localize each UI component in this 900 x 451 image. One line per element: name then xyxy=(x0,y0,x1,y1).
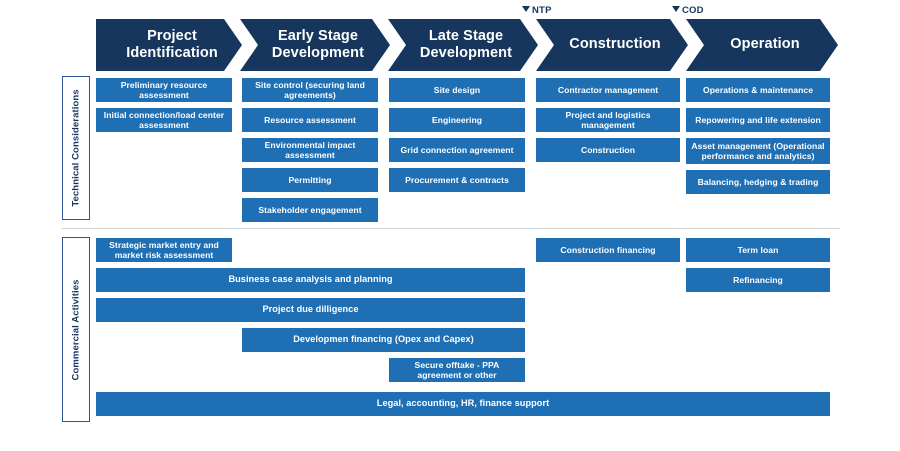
phase-label: Late Stage Development xyxy=(419,27,513,61)
down-triangle-icon xyxy=(522,6,530,13)
phase-chevron-late-stage-development[interactable]: Late Stage Development xyxy=(388,19,538,71)
technical-item[interactable]: Project and logistics management xyxy=(536,108,680,132)
commercial-bar[interactable]: Project due dilligence xyxy=(96,298,525,322)
milestone-cod: COD xyxy=(672,5,704,16)
phase-chevron-project-identification[interactable]: Project Identification xyxy=(96,19,242,71)
section-label-technical-considerations: Technical Considerations xyxy=(62,76,90,220)
commercial-bar[interactable]: Legal, accounting, HR, finance support xyxy=(96,392,830,416)
technical-item[interactable]: Initial connection/load center assessmen… xyxy=(96,108,232,132)
phase-label: Construction xyxy=(569,36,661,53)
technical-item[interactable]: Preliminary resource assessment xyxy=(96,78,232,102)
technical-item[interactable]: Construction xyxy=(536,138,680,162)
milestone-cod-label: COD xyxy=(682,5,704,16)
commercial-bar[interactable]: Developmen financing (Opex and Capex) xyxy=(242,328,525,352)
technical-item[interactable]: Engineering xyxy=(389,108,525,132)
technical-item[interactable]: Site design xyxy=(389,78,525,102)
phase-label: Early Stage Development xyxy=(271,27,365,61)
phase-chevron-construction[interactable]: Construction xyxy=(536,19,688,71)
commercial-bar[interactable]: Refinancing xyxy=(686,268,830,292)
technical-item[interactable]: Stakeholder engagement xyxy=(242,198,378,222)
commercial-bar[interactable]: Construction financing xyxy=(536,238,680,262)
phase-chevron-operation[interactable]: Operation xyxy=(686,19,838,71)
technical-item[interactable]: Resource assessment xyxy=(242,108,378,132)
technical-item[interactable]: Procurement & contracts xyxy=(389,168,525,192)
commercial-bar[interactable]: Business case analysis and planning xyxy=(96,268,525,292)
technical-item[interactable]: Site control (securing land agreements) xyxy=(242,78,378,102)
technical-item[interactable]: Permitting xyxy=(242,168,378,192)
phase-label: Operation xyxy=(730,36,800,53)
milestone-ntp: NTP xyxy=(522,5,552,16)
phase-chevron-early-stage-development[interactable]: Early Stage Development xyxy=(240,19,390,71)
technical-item[interactable]: Balancing, hedging & trading xyxy=(686,170,830,194)
technical-item[interactable]: Asset management (Operational performanc… xyxy=(686,138,830,164)
section-label-text: Commercial Activities xyxy=(70,278,82,381)
technical-item[interactable]: Environmental impact assessment xyxy=(242,138,378,162)
section-label-commercial-activities: Commercial Activities xyxy=(62,237,90,422)
phase-label: Project Identification xyxy=(126,27,218,61)
technical-item[interactable]: Repowering and life extension xyxy=(686,108,830,132)
technical-item[interactable]: Grid connection agreement xyxy=(389,138,525,162)
technical-item[interactable]: Operations & maintenance xyxy=(686,78,830,102)
down-triangle-icon xyxy=(672,6,680,13)
commercial-bar[interactable]: Term loan xyxy=(686,238,830,262)
section-divider xyxy=(62,228,840,230)
milestone-ntp-label: NTP xyxy=(532,5,552,16)
section-label-text: Technical Considerations xyxy=(70,89,82,207)
commercial-bar[interactable]: Secure offtake - PPA agreement or other xyxy=(389,358,525,382)
technical-item[interactable]: Contractor management xyxy=(536,78,680,102)
commercial-bar[interactable]: Strategic market entry and market risk a… xyxy=(96,238,232,262)
